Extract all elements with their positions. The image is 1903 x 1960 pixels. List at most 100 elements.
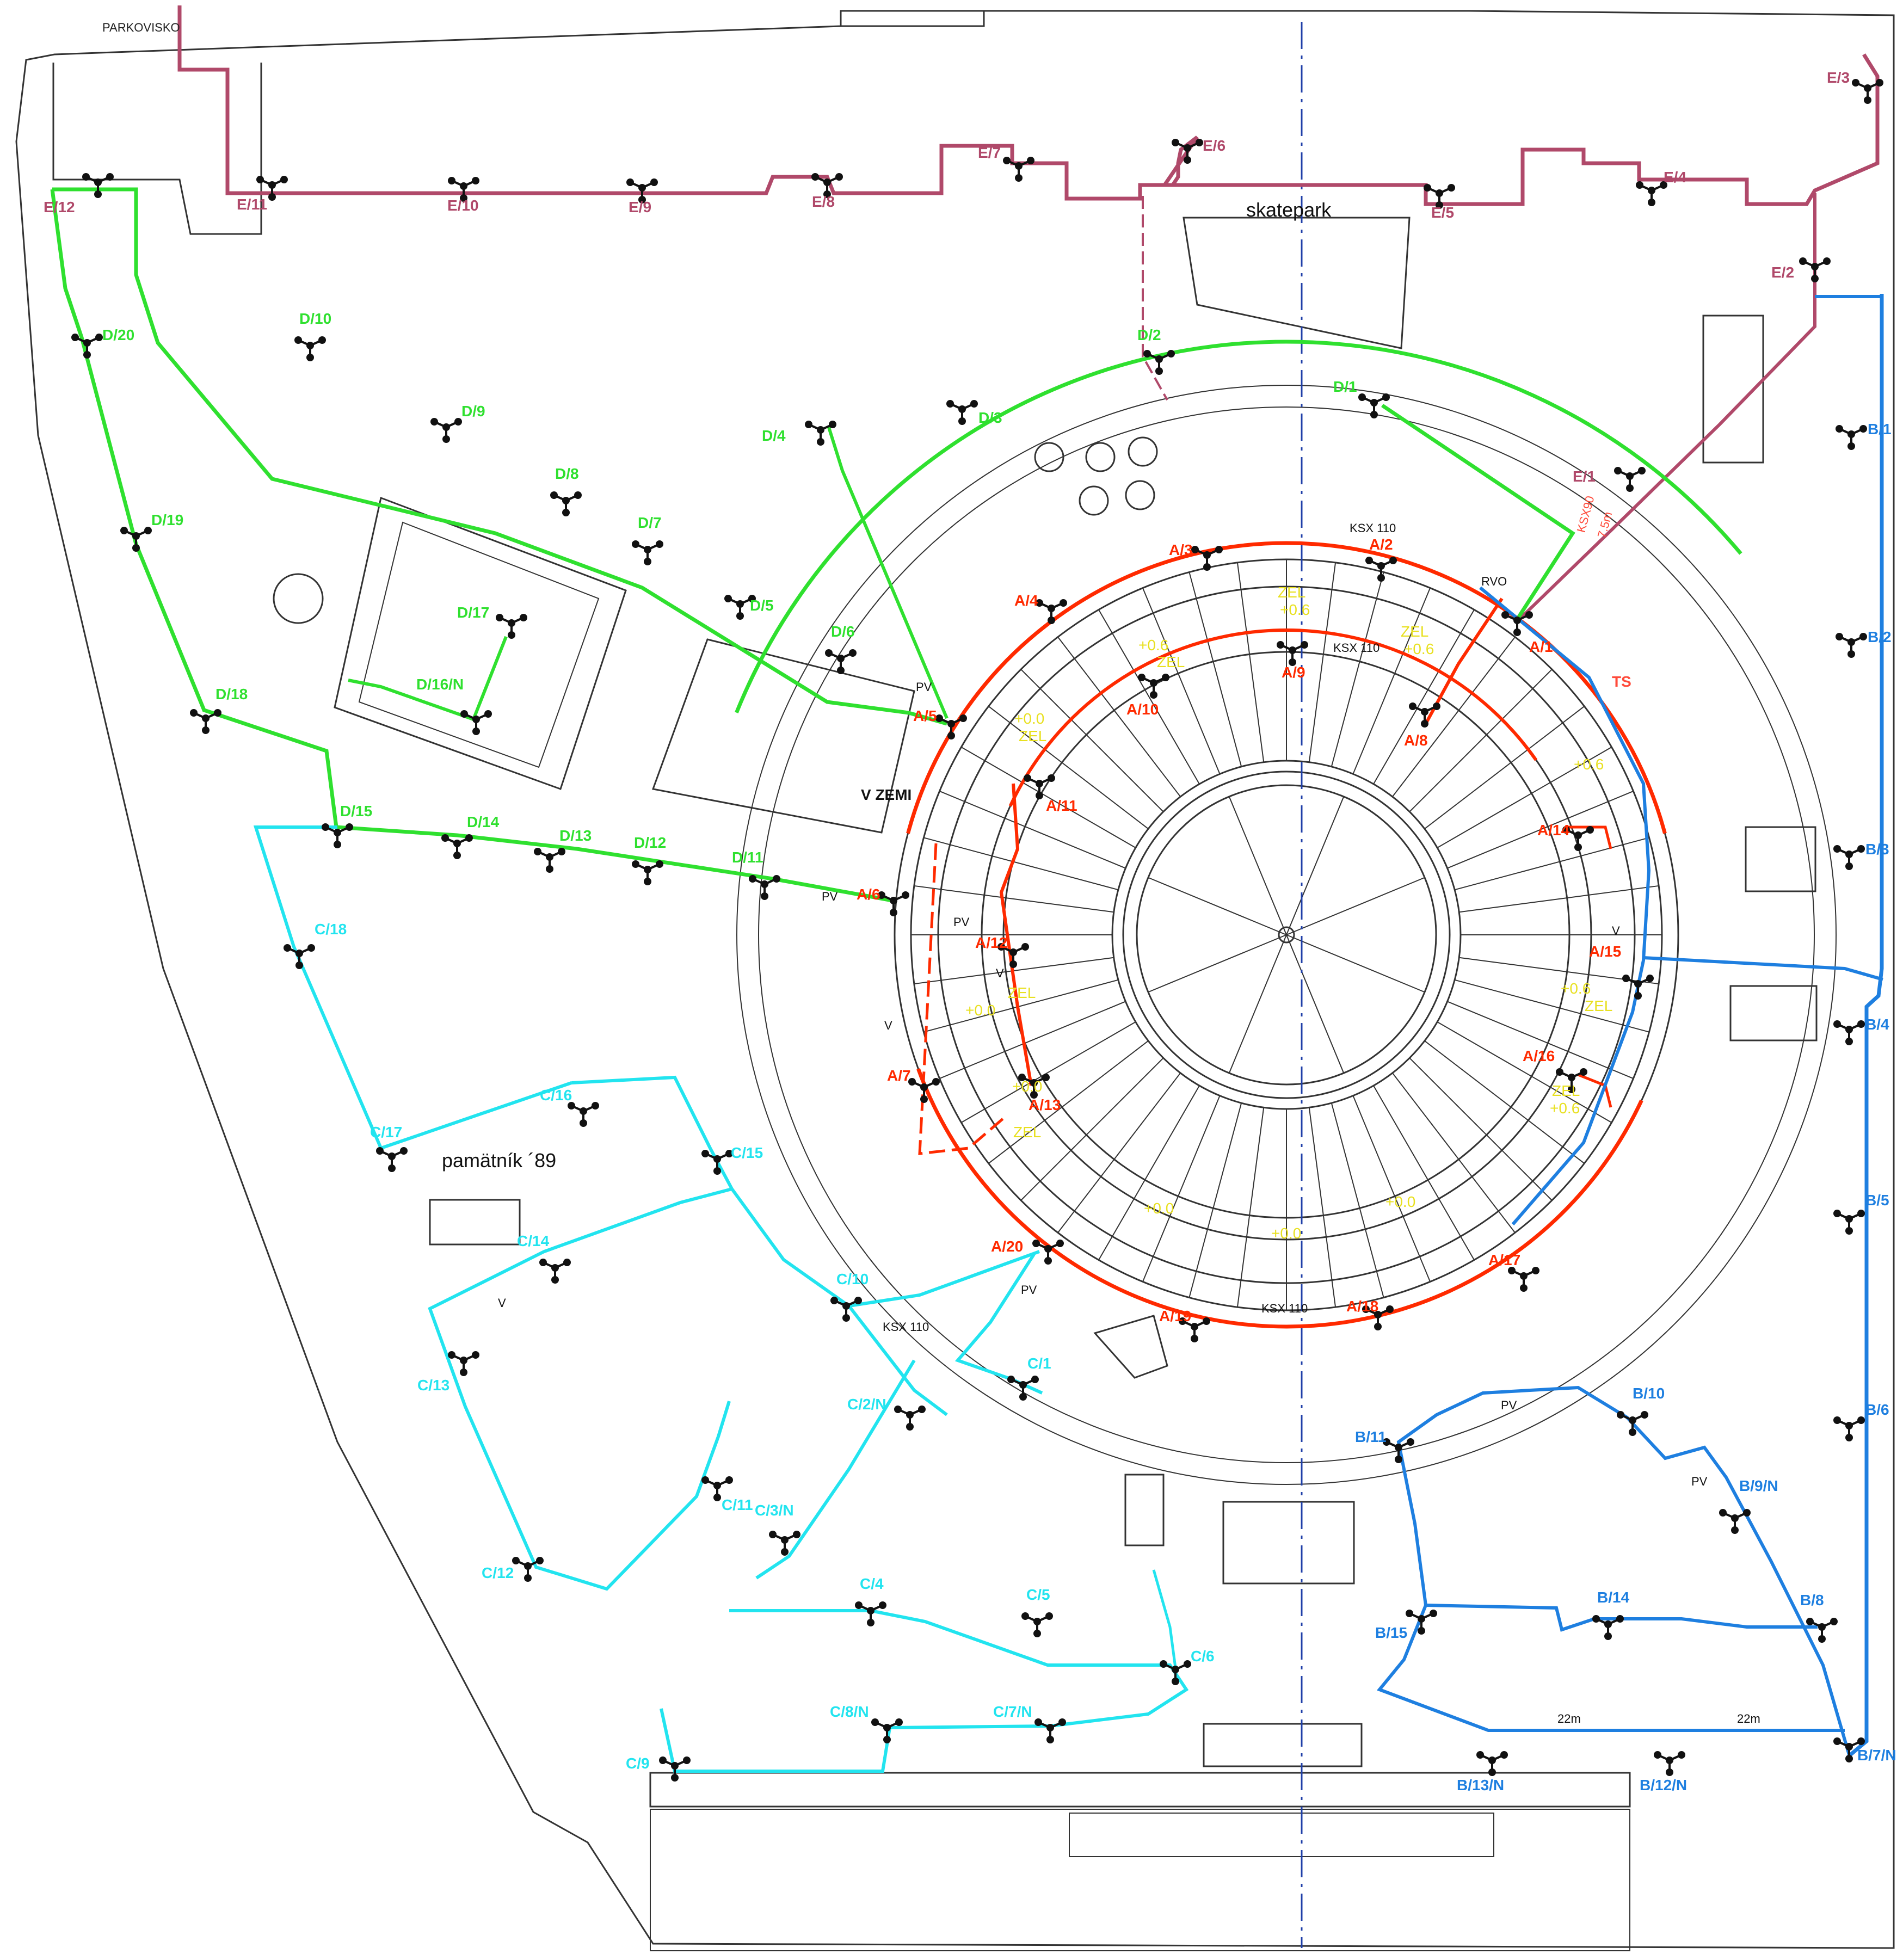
length-75-label: 7.5m — [1595, 510, 1615, 540]
fountain-nozzle — [1085, 442, 1116, 472]
v-label-1: V — [996, 966, 1004, 980]
node-label-a-6: A/6 — [857, 886, 880, 903]
node-label-d-11: D/11 — [732, 849, 763, 866]
skatepark-label: skatepark — [1246, 199, 1332, 221]
tripod-node-marker — [701, 1150, 733, 1175]
node-label-e-5: E/5 — [1431, 204, 1454, 221]
node-label-e-6: E/6 — [1203, 137, 1225, 154]
node-label-c-16: C/16 — [540, 1087, 572, 1104]
length-22m-label-1: 22m — [1557, 1712, 1581, 1725]
tripod-node-marker — [1799, 257, 1831, 282]
tripod-node-marker — [1833, 1737, 1865, 1762]
circuit-a-inner-arc — [1008, 628, 1538, 807]
kiosk-block — [1124, 1474, 1165, 1546]
tripod-node-marker — [659, 1756, 691, 1782]
tripod-node-marker — [1833, 1416, 1865, 1441]
kiosk-block — [1745, 826, 1816, 892]
node-label-b-15: B/15 — [1375, 1624, 1407, 1641]
circuit-a-branch — [999, 783, 1033, 1086]
circuit-d-branch — [827, 425, 949, 719]
zel-label: ZEL — [1401, 623, 1428, 640]
tripod-node-marker — [441, 834, 473, 859]
tripod-node-marker — [1617, 1411, 1648, 1436]
plaza-block — [651, 638, 915, 834]
zone-level-label: +0.6 — [1138, 637, 1168, 654]
node-label-e-10: E/10 — [447, 197, 479, 214]
radial-rib — [1331, 1102, 1384, 1298]
tripod-node-marker — [534, 848, 565, 873]
tripod-node-marker — [1833, 845, 1865, 870]
v-zemi-label: V ZEMI — [861, 786, 912, 803]
radial-rib — [1447, 1001, 1634, 1079]
tripod-node-marker — [430, 418, 462, 443]
memorial-pool-inner — [358, 521, 600, 768]
tripod-node-marker — [855, 1601, 886, 1626]
radial-rib — [1454, 979, 1649, 1033]
node-label-d-16-n: D/16/N — [416, 676, 464, 693]
zone-level-label: +0.0 — [1012, 1078, 1042, 1095]
fountain-nozzle — [1125, 480, 1155, 510]
tripod-node-marker — [626, 178, 658, 204]
circuit-b — [1643, 956, 1883, 981]
tripod-node-marker — [284, 944, 315, 969]
node-label-b-9-n: B/9/N — [1739, 1477, 1778, 1494]
hub-spoke — [1228, 934, 1287, 1074]
south-building-body — [650, 1809, 1630, 1951]
tripod-node-marker — [805, 421, 836, 446]
tripod-node-marker — [1024, 774, 1055, 799]
tripod-node-marker — [1383, 1438, 1414, 1463]
tripod-node-marker — [1143, 350, 1175, 375]
pv-label-3: PV — [953, 915, 970, 929]
node-label-d-18: D/18 — [215, 686, 248, 702]
tripod-node-marker — [825, 649, 857, 674]
tripod-node-marker — [1508, 1267, 1539, 1292]
entrance-steps — [1203, 1723, 1363, 1767]
circuit-e-branch — [1142, 196, 1168, 400]
v-label-4: V — [1612, 924, 1620, 938]
south-building — [649, 1772, 1631, 1808]
radial-rib — [1392, 1073, 1516, 1234]
tripod-node-marker — [1833, 1210, 1865, 1235]
radial-rib — [939, 791, 1126, 869]
tripod-node-marker — [539, 1259, 571, 1284]
radial-rib — [1409, 669, 1553, 812]
tripod-node-marker — [568, 1102, 599, 1127]
node-label-d-3: D/3 — [978, 409, 1002, 426]
cable-circuits — [50, 5, 1884, 1773]
radial-rib — [1373, 1085, 1475, 1261]
zone-labels: ZEL +0.6 +0.6 ZEL ZEL +0.6 +0.0 ZEL +0.6… — [965, 584, 1612, 1242]
tripod-node-marker — [894, 1406, 926, 1431]
site-boundary — [15, 10, 1895, 1949]
tripod-node-marker — [1160, 1660, 1191, 1685]
node-label-b-11: B/11 — [1355, 1428, 1387, 1445]
tripod-node-marker — [632, 540, 663, 565]
tripod-node-marker — [1562, 826, 1594, 851]
zel-label: ZEL — [1157, 654, 1185, 670]
node-label-c-1: C/1 — [1027, 1355, 1051, 1372]
tripod-node-marker — [190, 709, 221, 734]
node-label-d-13: D/13 — [559, 827, 592, 844]
circuit-e — [1517, 193, 1816, 622]
node-label-c-10: C/10 — [836, 1271, 869, 1287]
memorial-label: pamätník ´89 — [442, 1149, 556, 1172]
node-label-d-4: D/4 — [762, 427, 786, 444]
fountain-nozzle — [1079, 485, 1109, 516]
node-label-b-10: B/10 — [1633, 1385, 1665, 1402]
node-label-d-8: D/8 — [555, 465, 579, 482]
stair-block — [1222, 1501, 1355, 1585]
zel-label: ZEL — [1013, 1124, 1041, 1141]
south-window-band — [1069, 1813, 1494, 1857]
node-label-d-19: D/19 — [151, 511, 183, 528]
node-label-b-4: B/4 — [1865, 1016, 1889, 1033]
parking-label: PARKOVISKO — [102, 21, 180, 34]
ring — [1122, 771, 1451, 1099]
tripod-node-marker — [1424, 184, 1455, 209]
node-label-e-8: E/8 — [812, 193, 835, 210]
radial-rib — [1057, 636, 1181, 797]
circuit-a-arc — [916, 1068, 1643, 1329]
pv-label-6: PV — [1691, 1475, 1708, 1488]
node-label-c-8-n: C/8/N — [830, 1703, 869, 1720]
zone-level-label: +0.0 — [1271, 1225, 1301, 1242]
radial-rib — [939, 1001, 1126, 1079]
radial-rib — [1142, 1095, 1221, 1282]
